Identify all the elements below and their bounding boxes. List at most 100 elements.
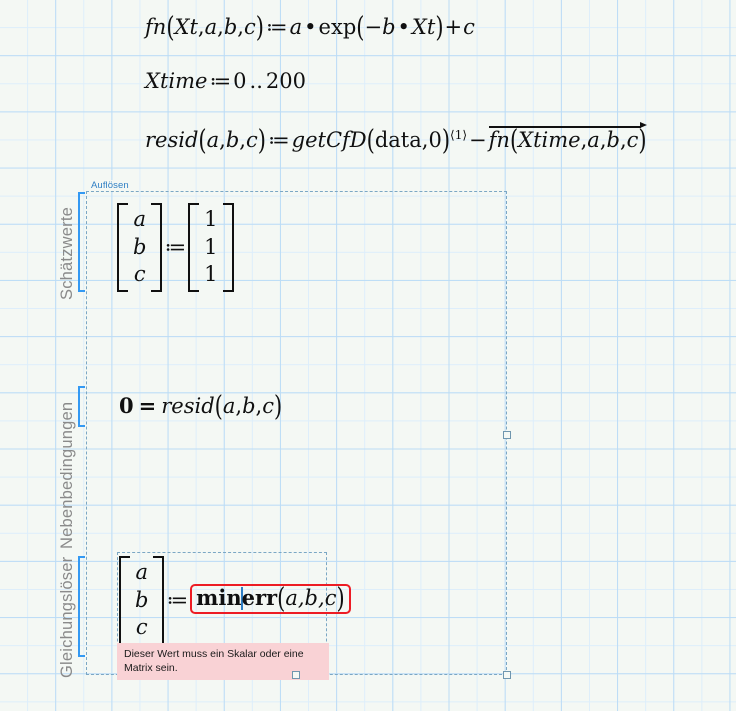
section-bracket-solver [78,556,85,657]
comma: , [197,15,205,39]
section-label-solver: Gleichungslöser [58,556,76,678]
range-start: 0 [233,69,247,93]
getcfd-arg-column: 0 [428,128,442,152]
multiply-operator: • [304,15,317,39]
comma: , [217,15,224,39]
minerr-error-box[interactable]: minerr(a,b,c) [190,581,351,615]
fn-arg-a: a [204,15,218,39]
constraint-lhs: 0 [119,393,134,418]
minerr-arg-c: c [324,586,337,611]
exp-function: exp [318,15,357,39]
constraint-arg-b: b [242,394,256,418]
minerr-arg-a: a [285,586,298,611]
solver-lhs-matrix: a b c [119,556,165,646]
guess-rhs-matrix: 1 1 1 [188,203,234,293]
comma: , [619,128,627,152]
comma: , [235,394,243,418]
multiply-operator: • [397,15,410,39]
resid-arg-a: a [206,128,220,152]
minus-operator: − [469,128,487,152]
guess-var-b: b [133,234,147,259]
column-operator-superscript: ⟨1⟩ [450,128,468,142]
bracket-left-icon [117,203,128,293]
plus-operator: + [444,15,463,39]
section-bracket-guess [78,192,85,292]
resid-arg-c: c [245,128,258,152]
solver-var-b: b [135,587,149,612]
equation-solver[interactable]: a b c ≔minerr(a,b,c) [119,556,351,646]
fn-name: fn [145,15,167,39]
comma: , [255,394,263,418]
equation-xtime-definition[interactable]: Xtime≔0..200 [145,71,306,92]
getcfd-function: getCfD [291,128,367,152]
lparen-icon: ( [198,123,207,157]
comma: , [237,15,244,39]
bracket-right-icon [151,203,163,293]
boolean-equals-operator: = [138,393,157,418]
guess-lhs-matrix: a b c [117,203,163,293]
rparen-icon: ) [273,389,283,423]
resize-handle-bottom-right[interactable] [503,671,511,679]
vector-arg-c: c [626,128,639,152]
guess-val-3: 1 [204,262,218,287]
comma: , [219,128,226,152]
getcfd-arg-data: data [374,128,422,152]
equation-fn-definition[interactable]: fn(Xt,a,b,c)≔a•exp(−b•Xt)+c [145,13,475,41]
bracket-right-icon [153,556,165,646]
resize-handle-right[interactable] [503,431,511,439]
lparen-icon: ( [356,10,365,44]
vector-arg-xtime: Xtime [518,128,581,152]
bracket-right-icon [222,203,234,293]
solve-block-label: Auflösen [88,180,132,191]
assign-operator: ≔ [166,588,189,613]
minerr-function-name-part1: min [196,585,242,611]
rparen-icon: ) [336,581,345,615]
section-bracket-constraints [78,386,85,427]
range-operator: .. [249,69,263,93]
rparen-icon: ) [435,10,444,44]
range-end: 200 [265,69,306,93]
constraint-arg-c: c [262,394,274,418]
minerr-arg-b: b [304,586,318,611]
equation-constraint[interactable]: 0=resid(a,b,c) [119,389,283,423]
comma: , [318,586,325,611]
equation-guess-values[interactable]: a b c ≔ 1 1 1 [117,203,234,293]
solver-var-a: a [135,560,148,584]
rparen-icon: ) [638,123,647,157]
assign-operator: ≔ [209,69,232,93]
section-label-guess: Schätzwerte [58,207,76,300]
comma: , [599,128,607,152]
vector-fn-name: fn [488,128,510,152]
rparen-icon: ) [441,123,451,157]
rhs-c: c [463,15,475,39]
rhs-b: b [382,15,396,39]
solver-var-c: c [135,615,148,640]
resid-name: resid [145,128,199,152]
lparen-icon: ( [509,123,519,157]
fn-arg-c: c [243,15,256,39]
resid-arg-b: b [225,128,240,152]
constraint-fn-name: resid [161,394,215,418]
rhs-a: a [289,15,303,39]
comma: , [297,586,305,611]
rparen-icon: ) [255,10,264,44]
vectorize-operator: fn(Xtime,a,b,c) [488,121,647,157]
guess-var-c: c [133,262,146,287]
assign-operator: ≔ [265,15,288,39]
rparen-icon: ) [257,123,266,157]
text-cursor [240,587,243,611]
lparen-icon: ( [214,389,223,423]
xtime-name: Xtime [145,69,208,93]
constraint-arg-a: a [222,394,236,418]
minus-operator: − [364,15,383,39]
vector-arg-b: b [606,128,620,152]
guess-var-a: a [133,207,146,231]
equation-resid-definition[interactable]: resid(a,b,c)≔getCfD(data,0)⟨1⟩−fn(Xtime,… [145,121,647,157]
bracket-left-icon [119,556,130,646]
comma: , [580,128,588,152]
vector-arg-a: a [587,128,600,152]
resize-handle-bottom[interactable] [292,671,300,679]
bracket-left-icon [188,203,200,293]
section-label-constraints: Nebenbedingungen [58,401,76,549]
